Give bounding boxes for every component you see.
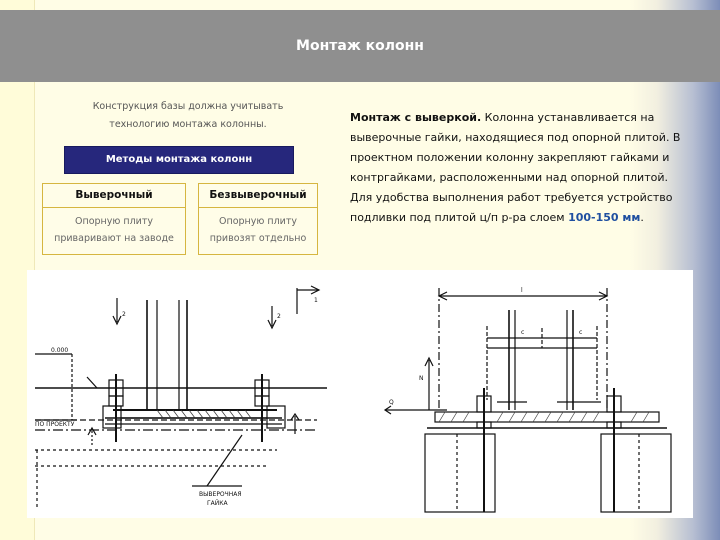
force-q-label: Q: [389, 399, 394, 406]
section-1-label: 1: [314, 297, 318, 304]
dimension-c-right-label: c: [579, 329, 582, 336]
method-without-line-2: привозят отдельно: [209, 233, 307, 244]
adjusting-nut-label-1: ВЫВЕРОЧНАЯ: [199, 491, 242, 498]
intro-line-1: Конструкция базы должна учитывать: [92, 101, 284, 112]
title-bar: Монтаж колонн: [0, 10, 720, 82]
description-body: Колонна устанавливается на выверочные га…: [350, 111, 681, 224]
description-bold-lead: Монтаж с выверкой.: [350, 111, 482, 124]
method-without-title: Безвыверочный: [199, 184, 317, 208]
arrow-2-right-label: 2: [277, 313, 281, 320]
method-with-line-1: Опорную плиту: [75, 216, 153, 227]
intro-text: Конструкция базы должна учитывать технол…: [68, 98, 308, 134]
column-base-drawing: 0.000 ПО ПРОЕКТУ 1 2 2 ВЫВЕРОЧНАЯ ГАЙКА: [35, 285, 672, 513]
description-highlight: 100-150 мм: [568, 211, 641, 224]
description-paragraph: Монтаж с выверкой. Колонна устанавливает…: [350, 108, 688, 228]
method-without-line-1: Опорную плиту: [219, 216, 297, 227]
dimension-c-left-label: c: [521, 329, 524, 336]
force-n-label: N: [419, 375, 424, 382]
left-drawing: [35, 285, 327, 510]
method-box-with-adjustment: Выверочный Опорную плиту приваривают на …: [42, 183, 186, 255]
method-with-text: Опорную плиту приваривают на заводе: [43, 208, 185, 247]
slide-title: Монтаж колонн: [296, 38, 424, 54]
left-drawing-cross-hatch: [156, 409, 252, 419]
method-box-without-adjustment: Безвыверочный Опорную плиту привозят отд…: [198, 183, 318, 255]
design-level-label: ПО ПРОЕКТУ: [35, 421, 75, 428]
methods-heading: Методы монтажа колонн: [64, 146, 294, 174]
dimension-l-label: l: [521, 287, 523, 294]
arrow-2-left-label: 2: [122, 311, 126, 318]
technical-drawing-panel: 0.000 ПО ПРОЕКТУ 1 2 2 ВЫВЕРОЧНАЯ ГАЙКА: [27, 270, 693, 518]
method-without-text: Опорную плиту привозят отдельно: [199, 208, 317, 247]
intro-line-2: технологию монтажа колонны.: [109, 119, 267, 130]
description-end: .: [640, 211, 644, 224]
adjusting-nut-label-2: ГАЙКА: [207, 500, 229, 507]
right-drawing-grout-hatch: [438, 411, 650, 423]
right-drawing: [383, 288, 672, 513]
level-mark-label: 0.000: [51, 347, 68, 354]
method-with-line-2: приваривают на заводе: [54, 233, 174, 244]
method-with-title: Выверочный: [43, 184, 185, 208]
